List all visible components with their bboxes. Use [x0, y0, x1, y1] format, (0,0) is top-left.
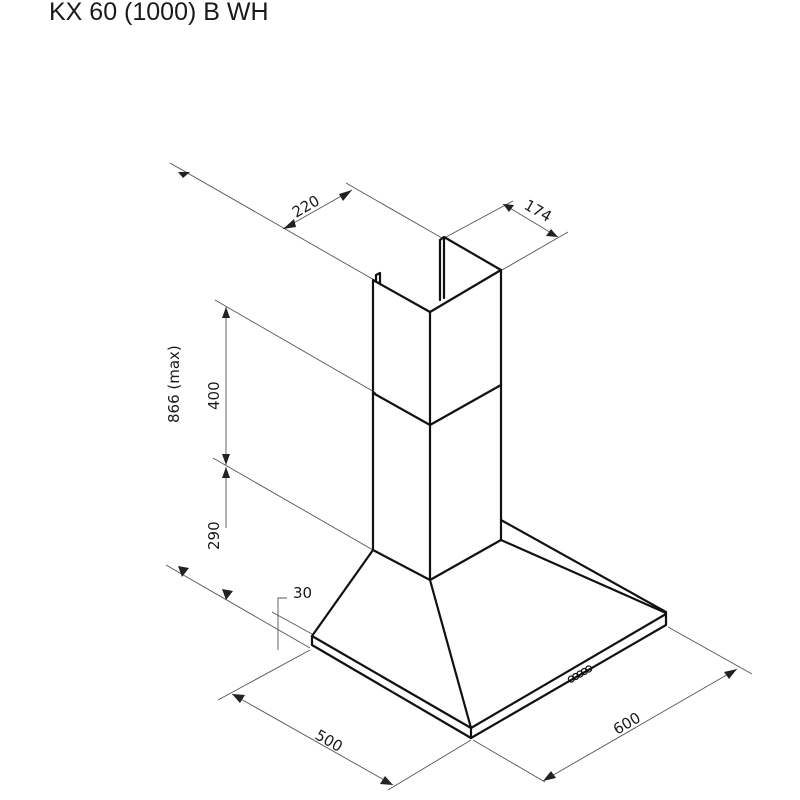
dim-866-max: 866 (max): [165, 345, 183, 423]
hood-body: [310, 235, 668, 740]
dim-600: 600: [610, 709, 644, 739]
dim-220: 220: [289, 192, 323, 222]
arrowheads: [178, 172, 737, 785]
dim-500: 500: [312, 726, 346, 756]
dimension-lines: [165, 162, 753, 791]
dimension-labels: 220 174 866 (max) 400 290 30 500 600: [165, 192, 644, 756]
dim-174: 174: [521, 196, 555, 226]
dim-30: 30: [293, 584, 312, 602]
product-title: KX 60 (1000) B WH: [49, 0, 269, 26]
control-buttons-icon: [567, 665, 593, 683]
dim-290: 290: [205, 521, 223, 550]
dim-400: 400: [205, 381, 223, 410]
